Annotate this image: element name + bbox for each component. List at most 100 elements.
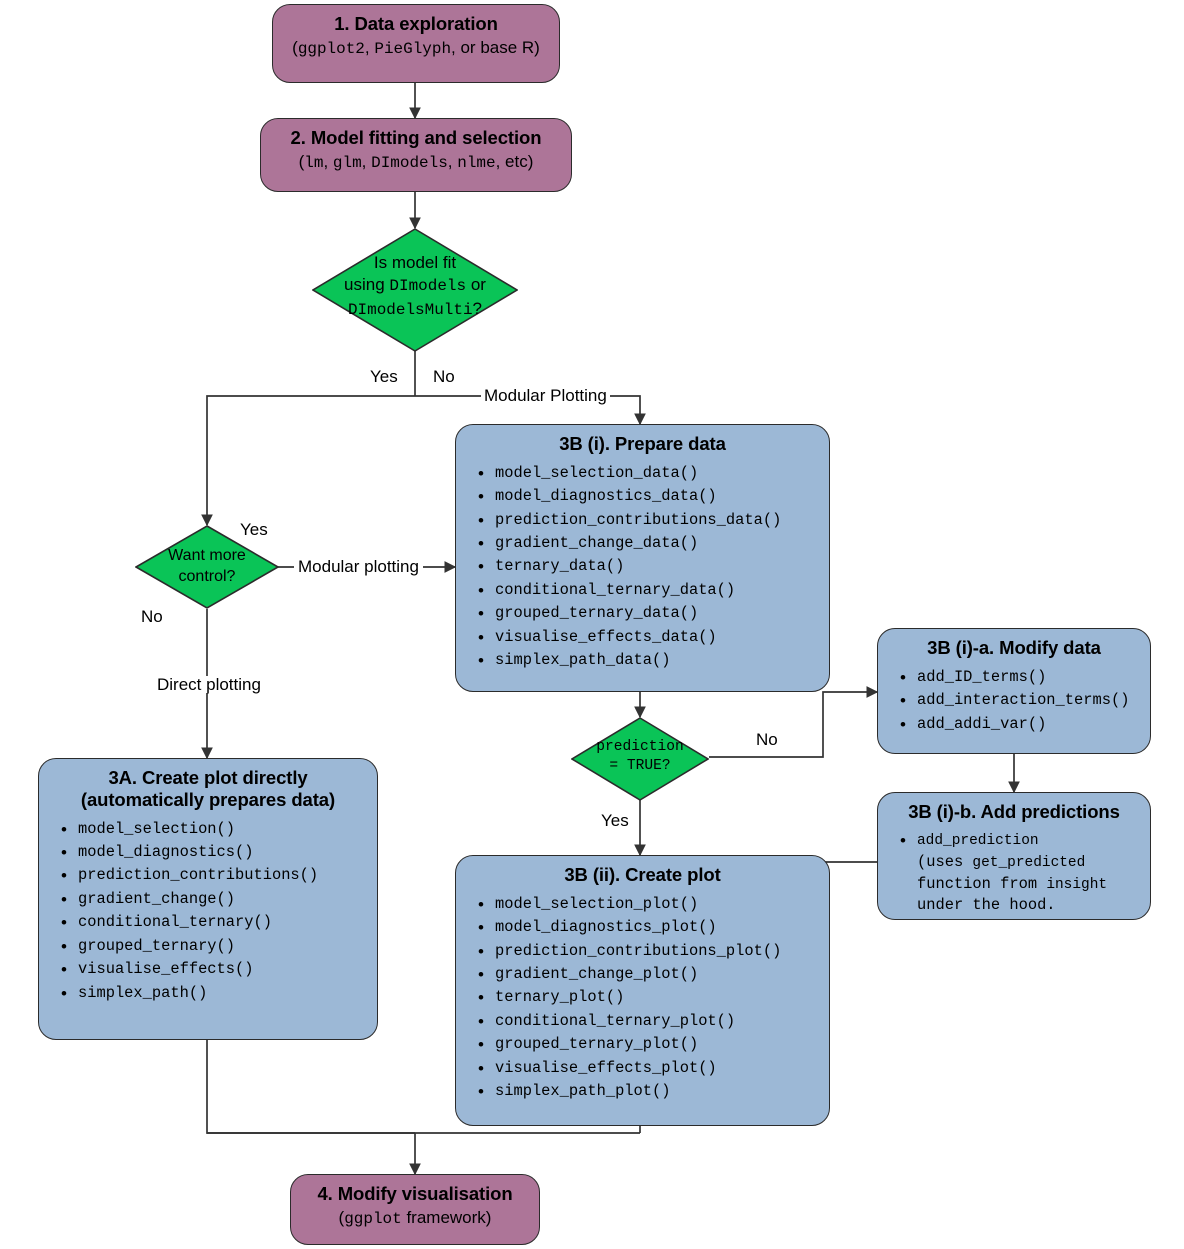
pkg-ggplot2: ggplot2	[297, 39, 365, 58]
sep2: ,	[361, 151, 372, 171]
sep3: ,	[447, 151, 458, 171]
edge-label-no-3: No	[752, 731, 782, 748]
decision-text: prediction = TRUE?	[571, 738, 709, 776]
edge-label-modular-plotting-upper: Modular Plotting	[481, 387, 610, 404]
list-item: grouped_ternary_plot()	[478, 1032, 817, 1058]
list-item: prediction_contributions()	[61, 863, 365, 889]
node-title: 3B (ii). Create plot	[564, 864, 721, 885]
fn-add-prediction: add_prediction	[917, 832, 1039, 849]
diamond-shape	[312, 228, 518, 352]
list-item: conditional_ternary_data()	[478, 578, 817, 604]
node-title: 2. Model fitting and selection	[290, 127, 542, 148]
under-hood-label: under the hood.	[917, 896, 1056, 915]
qmark: ?	[472, 298, 483, 318]
edge-label-yes-1: Yes	[370, 367, 398, 386]
node-3bia-modify-data[interactable]: 3B (i)-a. Modify data add_ID_terms() add…	[877, 628, 1151, 754]
node-3bi-prepare-data[interactable]: 3B (i). Prepare data model_selection_dat…	[455, 424, 830, 692]
pkg-dimodels: DImodels	[389, 277, 467, 296]
node-3bii-create-plot[interactable]: 3B (ii). Create plot model_selection_plo…	[455, 855, 830, 1126]
pkg-pieglyph: PieGlyph	[374, 39, 452, 58]
node-data-exploration[interactable]: 1. Data exploration (ggplot2, PieGlyph, …	[272, 4, 560, 83]
node-modify-visualisation[interactable]: 4. Modify visualisation (ggplot framewor…	[290, 1174, 540, 1245]
node-title: 1. Data exploration	[334, 13, 498, 34]
function-list-3bib: add_prediction (uses get_predictedfunctio…	[890, 829, 1138, 918]
or-label: or	[466, 275, 486, 295]
list-item: grouped_ternary()	[61, 934, 365, 960]
node-title: 4. Modify visualisation	[317, 1183, 513, 1204]
decision-prediction-true[interactable]: prediction = TRUE?	[571, 717, 709, 801]
edge-label-yes-3: Yes	[598, 812, 632, 829]
list-item: model_diagnostics()	[61, 840, 365, 866]
node-3bib-add-predictions[interactable]: 3B (i)-b. Add predictions add_prediction…	[877, 792, 1151, 920]
node-subtitle: (ggplot framework)	[303, 1208, 527, 1229]
list-item: grouped_ternary_data()	[478, 601, 817, 627]
diamond-shape	[135, 525, 279, 609]
decision-line-2: control?	[178, 568, 236, 586]
list-item: add_prediction (uses get_predictedfunctio…	[900, 829, 1138, 918]
pkg-dimodelsmulti: DImodelsMulti	[347, 300, 473, 319]
paren-open: (	[292, 37, 298, 57]
uses-label: (uses	[917, 852, 973, 871]
list-item: model_selection_data()	[478, 461, 817, 487]
decision-line-3: DImodelsMulti?	[312, 298, 518, 321]
tail: framework)	[401, 1207, 492, 1227]
decision-line-2: using DImodels or	[312, 274, 518, 297]
list-item: simplex_path_plot()	[478, 1079, 817, 1105]
decision-text: Want more control?	[135, 545, 279, 587]
list-item: prediction_contributions_data()	[478, 508, 817, 534]
list-item: model_selection_plot()	[478, 892, 817, 918]
decision-want-more-control[interactable]: Want more control?	[135, 525, 279, 609]
paren-open: (	[298, 151, 305, 171]
function-list-3bi: model_selection_data() model_diagnostics…	[468, 461, 817, 675]
list-item: add_addi_var()	[900, 712, 1138, 738]
node-title-line-2: (automatically prepares data)	[80, 788, 336, 810]
edge-label-no-2: No	[141, 607, 163, 626]
list-item: conditional_ternary_plot()	[478, 1009, 817, 1035]
node-subtitle: (ggplot2, PieGlyph, or base R)	[285, 38, 547, 59]
list-item: prediction_contributions_plot()	[478, 939, 817, 965]
list-item: ternary_data()	[478, 554, 817, 580]
decision-line-1: prediction	[596, 739, 684, 755]
paren-open: (	[338, 1207, 345, 1227]
diamond-shape	[571, 717, 709, 801]
node-3a-create-plot-directly[interactable]: 3A. Create plot directly (automatically …	[38, 758, 378, 1040]
using-label: using	[344, 275, 390, 295]
node-title: 3A. Create plot directly (automatically …	[51, 767, 365, 811]
list-item: visualise_effects_plot()	[478, 1056, 817, 1082]
edge-label-no-1: No	[433, 367, 455, 386]
node-model-fitting[interactable]: 2. Model fitting and selection (lm, glm,…	[260, 118, 572, 192]
list-item: simplex_path()	[61, 980, 365, 1006]
pkg-glm: glm	[332, 153, 362, 172]
pkg-dimodels: DImodels	[371, 153, 448, 172]
list-item: model_diagnostics_plot()	[478, 915, 817, 941]
list-item: ternary_plot()	[478, 985, 817, 1011]
pkg-insight: insight	[1046, 876, 1108, 893]
list-item: visualise_effects()	[61, 957, 365, 983]
decision-is-model-fit-dimodels[interactable]: Is model fit using DImodels or DImodelsM…	[312, 228, 518, 352]
list-item: gradient_change_plot()	[478, 962, 817, 988]
edge-label-yes-2: Yes	[240, 520, 268, 539]
pkg-ggplot: ggplot	[344, 1209, 402, 1228]
edge-label-direct-plotting: Direct plotting	[153, 676, 265, 693]
pkg-lm: lm	[304, 153, 324, 172]
node-title: 3B (i)-b. Add predictions	[908, 801, 1120, 822]
decision-line-1: Want more	[168, 547, 246, 564]
list-item: model_diagnostics_data()	[478, 484, 817, 510]
fn-get-predicted: get_predicted	[972, 854, 1086, 871]
list-item: add_ID_terms()	[900, 665, 1138, 691]
list-item: conditional_ternary()	[61, 910, 365, 936]
list-item: simplex_path_data()	[478, 648, 817, 674]
edge-label-modular-plotting-lower: Modular plotting	[294, 558, 423, 575]
sep1: ,	[323, 151, 333, 171]
function-from-label: function from	[917, 874, 1047, 893]
list-item: model_selection()	[61, 817, 365, 843]
function-list-3a: model_selection() model_diagnostics() pr…	[51, 817, 365, 1007]
decision-line-1: Is model fit	[373, 253, 457, 272]
function-list-3bii: model_selection_plot() model_diagnostics…	[468, 892, 817, 1106]
tail: , etc)	[495, 151, 534, 171]
function-list-3bia: add_ID_terms() add_interaction_terms() a…	[890, 665, 1138, 738]
tail: , or base R)	[451, 37, 540, 57]
list-item: add_interaction_terms()	[900, 688, 1138, 714]
decision-text: Is model fit using DImodels or DImodelsM…	[312, 252, 518, 321]
